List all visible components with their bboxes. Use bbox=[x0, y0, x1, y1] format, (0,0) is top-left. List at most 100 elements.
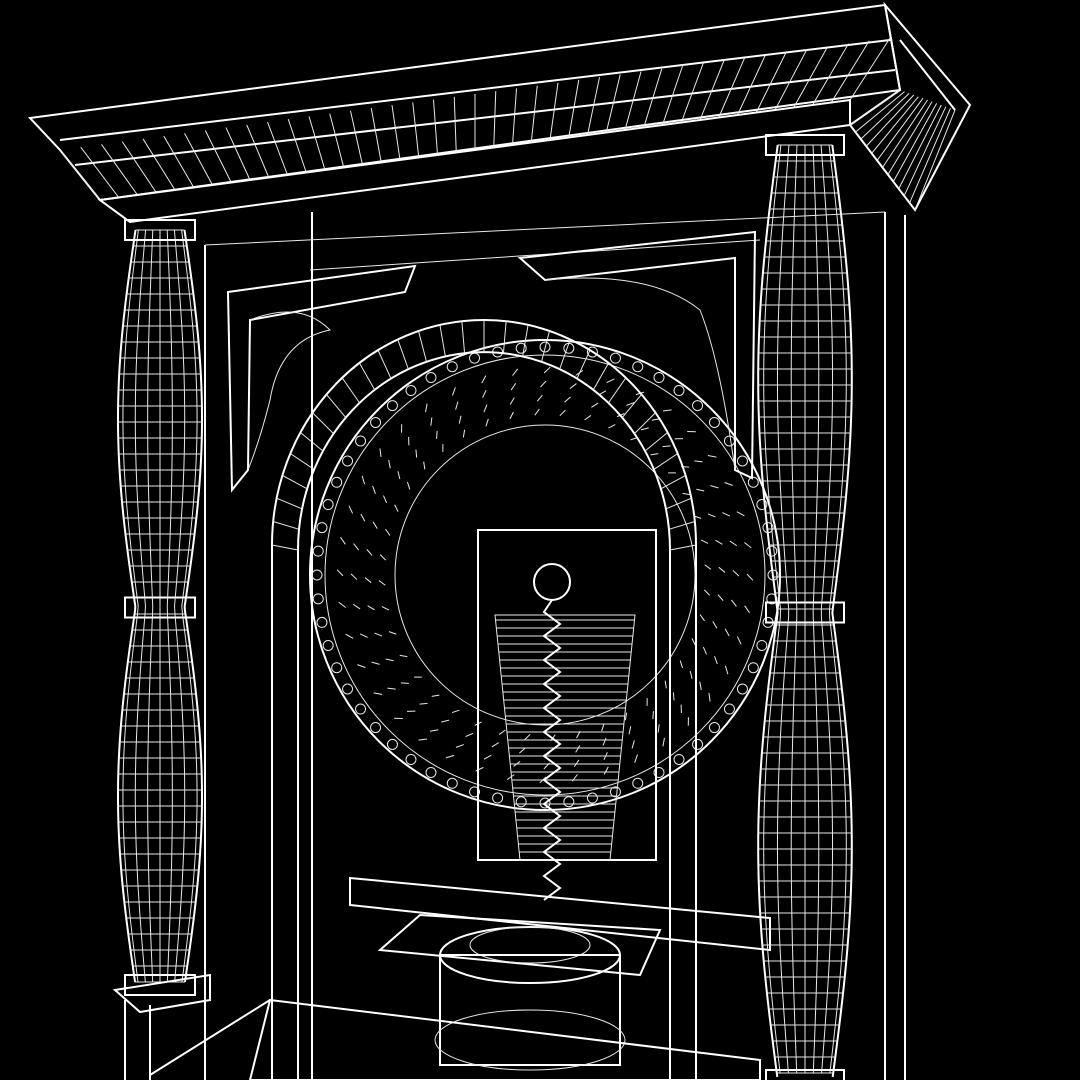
dial-glyph bbox=[722, 512, 731, 517]
dial-glyph bbox=[601, 723, 605, 732]
dial-glyph bbox=[702, 646, 707, 655]
dial-ring-mark bbox=[370, 722, 382, 734]
dial-glyph bbox=[423, 461, 426, 470]
dial-ring-mark bbox=[515, 342, 527, 354]
column-collar bbox=[765, 1069, 845, 1080]
dial-glyph bbox=[378, 580, 386, 586]
column-vertical bbox=[820, 144, 834, 1074]
dial-glyph bbox=[715, 539, 723, 545]
dial-glyph bbox=[381, 606, 390, 611]
dial-glyph bbox=[679, 660, 684, 669]
left-column bbox=[116, 219, 204, 996]
dial-glyph bbox=[724, 628, 730, 637]
dial-glyph bbox=[534, 408, 540, 416]
dial-glyph bbox=[746, 573, 754, 581]
arch-segment-line bbox=[397, 339, 409, 370]
column-vertical bbox=[828, 144, 847, 1074]
dial-glyph bbox=[699, 614, 705, 622]
dial-ring-mark bbox=[515, 796, 527, 808]
cornice-dentil-line bbox=[80, 146, 120, 198]
dial-ring-mark bbox=[539, 797, 551, 809]
dial-ring-mark bbox=[766, 545, 778, 557]
column-vertical bbox=[147, 229, 154, 983]
dial-glyph bbox=[691, 638, 696, 646]
dial-glyph bbox=[694, 460, 703, 463]
dial-glyph bbox=[482, 389, 487, 398]
dial-ring-mark bbox=[446, 777, 458, 789]
cornice-dentil-line bbox=[812, 43, 849, 106]
cornice-dentil-line bbox=[433, 99, 438, 156]
dial-ring-mark bbox=[331, 662, 343, 674]
arch-segment-line bbox=[668, 521, 695, 530]
arch-segment-line bbox=[621, 394, 642, 418]
dial-glyph bbox=[481, 375, 487, 384]
arch-segment-line bbox=[576, 349, 591, 379]
cornice-dentil-line bbox=[370, 107, 382, 163]
column-vertical bbox=[173, 229, 186, 983]
arch-segment-line bbox=[300, 432, 324, 452]
dial-ring-mark bbox=[736, 455, 748, 467]
dial-glyph bbox=[664, 680, 667, 689]
base-mechanism bbox=[149, 876, 771, 1080]
dial-glyph bbox=[400, 682, 409, 684]
dial-ring-mark bbox=[632, 361, 644, 373]
dial-ring-mark bbox=[653, 766, 665, 778]
back-frame bbox=[204, 211, 906, 1080]
dial-glyph bbox=[485, 418, 489, 427]
dial-glyph bbox=[399, 654, 408, 658]
dial-glyph bbox=[626, 402, 635, 406]
dial-ring-mark bbox=[425, 372, 437, 384]
dial-ring-mark bbox=[446, 361, 458, 373]
dial-glyph bbox=[419, 702, 428, 705]
dial-glyph bbox=[717, 594, 724, 601]
cornice-dentil-line bbox=[568, 79, 580, 138]
cornice-return-line bbox=[892, 103, 938, 182]
dial-glyph bbox=[724, 665, 729, 675]
dial-ring-mark bbox=[469, 786, 481, 798]
dial-glyph bbox=[483, 754, 492, 760]
dial-glyph bbox=[379, 554, 387, 561]
dial-glyph bbox=[441, 719, 450, 723]
dial-ring-mark bbox=[723, 703, 735, 715]
dial-glyph bbox=[373, 692, 383, 695]
dial-glyph bbox=[729, 540, 738, 547]
dial-glyph bbox=[704, 564, 712, 570]
arch-segment-line bbox=[669, 544, 697, 551]
dial-glyph bbox=[436, 430, 438, 439]
dial-glyph bbox=[506, 774, 515, 780]
dial-ring-mark bbox=[322, 639, 334, 651]
dial-glyph bbox=[602, 737, 607, 746]
arch-segment-line bbox=[665, 497, 692, 510]
dial-ring-mark bbox=[405, 753, 417, 765]
cornice-dentil-line bbox=[793, 46, 829, 108]
dial-glyph bbox=[732, 570, 740, 577]
arch-segment-line bbox=[592, 362, 610, 391]
dial-ring-mark bbox=[316, 522, 328, 534]
dial-ring-mark bbox=[708, 416, 720, 428]
arch-segment-line bbox=[634, 412, 656, 434]
dial-glyph bbox=[388, 631, 397, 635]
arch-segment-line bbox=[271, 544, 299, 551]
dial-glyph bbox=[564, 396, 571, 403]
cornice-dentil-line bbox=[643, 68, 663, 128]
dial-ring-mark bbox=[673, 753, 685, 765]
dial-glyph bbox=[418, 738, 428, 741]
dial-ring-mark bbox=[692, 400, 704, 412]
dial-ring-mark bbox=[563, 796, 575, 808]
arch-segment-line bbox=[418, 330, 428, 362]
column-collar bbox=[124, 596, 196, 619]
cornice-dentil-line bbox=[391, 105, 401, 161]
cornice-return-line bbox=[855, 91, 905, 133]
left-column-plinth bbox=[112, 973, 211, 1080]
dial-glyph bbox=[606, 378, 615, 384]
arch-segment-line bbox=[312, 412, 334, 434]
cornice-return-line bbox=[860, 92, 910, 140]
dial-ring-mark bbox=[342, 455, 354, 467]
cornice-dentil-line bbox=[737, 54, 766, 116]
cornice-dentil-line bbox=[101, 144, 138, 196]
dial-glyph bbox=[498, 729, 506, 735]
dial-glyph bbox=[724, 482, 733, 486]
dial-glyph bbox=[608, 424, 616, 429]
cornice-dentil-line bbox=[849, 37, 891, 101]
